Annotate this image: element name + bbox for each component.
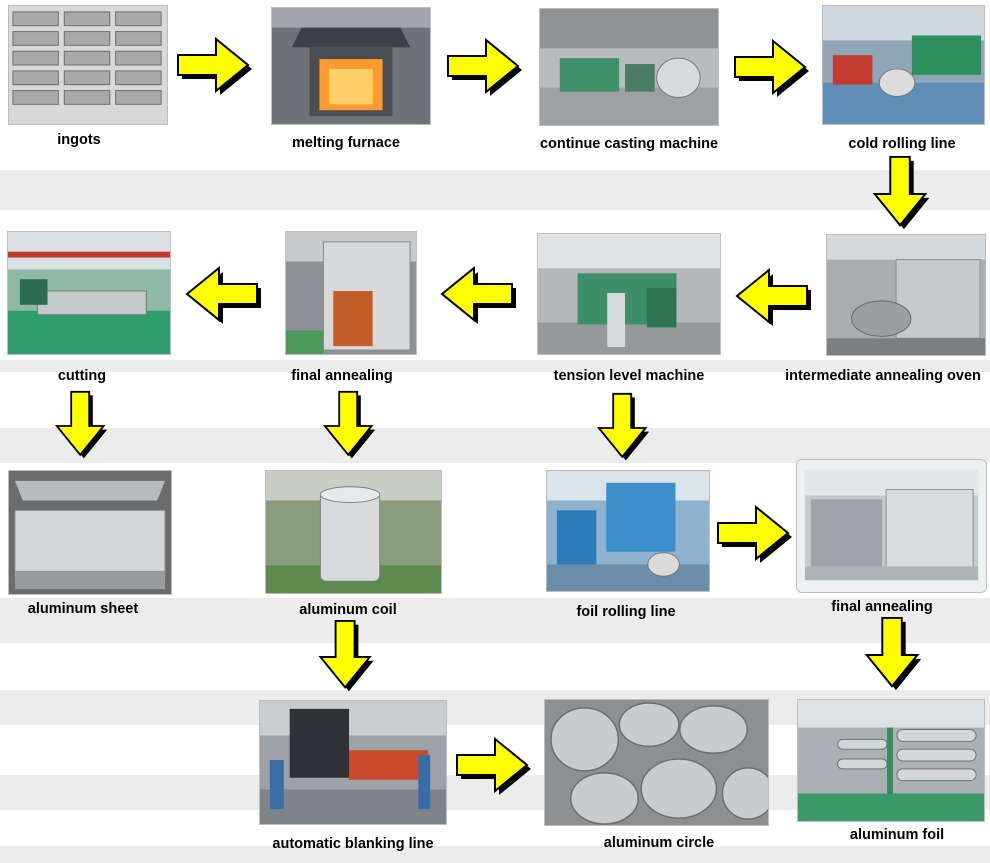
step-label-final-annealing-2: final annealing [831,599,933,615]
arrow-down-icon [317,619,377,695]
arrow-down-icon [320,390,380,462]
final-annealing-photo [285,231,417,355]
cold-rolling-line-photo [822,5,985,125]
arrow-right-icon [176,37,256,97]
step-label-aluminum-sheet: aluminum sheet [27,601,139,617]
tension-level-machine-photo [537,233,721,355]
step-label-aluminum-circle: aluminum circle [603,835,715,851]
step-label-aluminum-foil: aluminum foil [849,827,945,843]
step-label-final-annealing: final annealing [291,368,393,384]
aluminum-circle-photo [544,699,769,826]
continue-casting-machine-photo [539,8,719,126]
melting-furnace-photo [271,7,431,125]
background-band [0,428,990,463]
foil-rolling-line-photo [546,470,710,592]
aluminum-sheet-photo [8,470,172,595]
step-label-intermediate-annealing-oven: intermediate annealing oven [785,368,981,384]
arrow-left-icon [733,268,813,328]
ingots-photo [8,5,168,125]
arrow-right-icon [446,38,526,98]
automatic-blanking-line-photo [259,700,447,825]
intermediate-annealing-oven-photo [826,234,986,356]
step-label-cold-rolling-line: cold rolling line [848,136,956,152]
step-label-foil-rolling-line: foil rolling line [576,604,676,620]
step-label-automatic-blanking-line: automatic blanking line [272,836,434,852]
background-band [0,598,990,643]
step-label-tension-level-machine: tension level machine [553,368,705,384]
step-label-ingots: ingots [57,132,101,148]
final-annealing-2-photo [796,459,987,593]
step-label-melting-furnace: melting furnace [292,135,400,151]
step-label-continue-casting-machine: continue casting machine [539,136,719,152]
background-band [0,846,990,863]
arrow-down-icon [872,155,932,233]
arrow-down-icon [52,390,112,462]
arrow-right-icon [716,505,796,565]
background-band [0,170,990,210]
arrow-right-icon [455,737,535,797]
cutting-photo [7,231,171,355]
aluminum-foil-photo [797,699,985,822]
aluminum-coil-photo [265,470,442,594]
arrow-down-icon [864,616,924,694]
arrow-down-icon [594,392,654,464]
arrow-left-icon [183,266,263,326]
step-label-aluminum-coil: aluminum coil [299,602,397,618]
background-band [0,360,990,372]
arrow-right-icon [733,39,813,99]
arrow-left-icon [438,266,518,326]
step-label-cutting: cutting [57,368,107,384]
